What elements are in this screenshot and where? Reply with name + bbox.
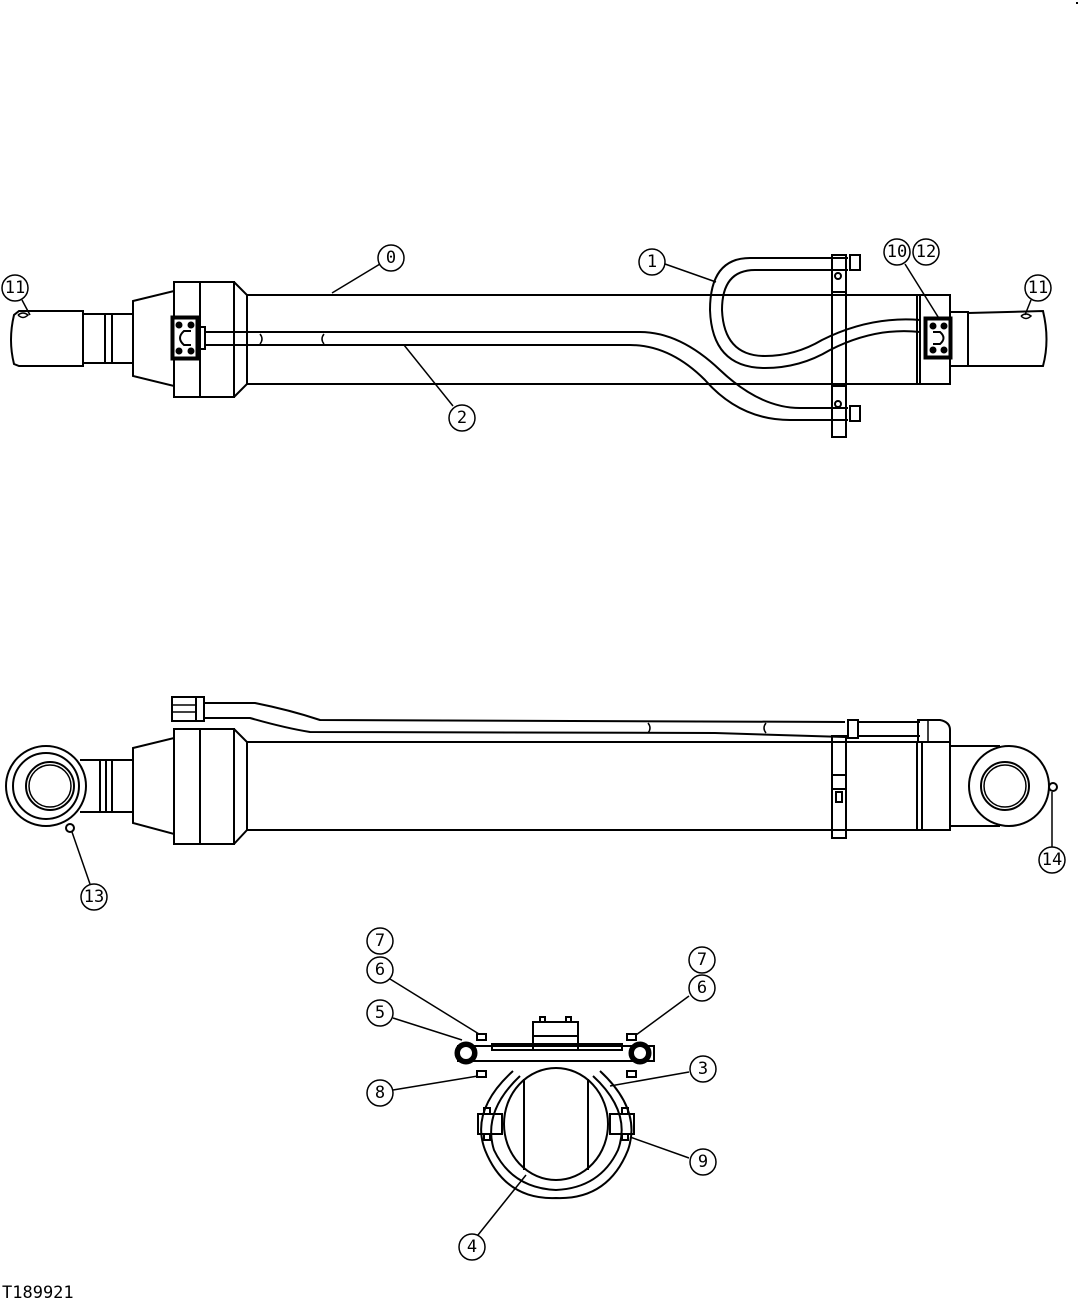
rod-left [82,313,134,364]
callout-7-right: 7 [688,946,716,974]
rod-end-left [10,310,84,367]
gland-cone-left [132,289,175,388]
callout-6-right: 6 [688,974,716,1002]
tube-clamp [831,254,847,438]
svg-text:6: 6 [697,978,707,998]
grease-fitting-left [17,312,30,319]
svg-text:0: 0 [386,248,396,268]
svg-text:4: 4 [467,1237,477,1257]
clamp-ring [480,1070,633,1200]
grease-fitting-13 [65,823,75,833]
svg-text:1: 1 [647,252,657,272]
callouts-side-view: 13 14 [80,846,1066,911]
corner-mark [1076,2,1078,4]
grease-fitting-14 [1048,782,1058,792]
cylinder-side-view [5,696,1058,845]
drawing-id-label: T189921 [2,1283,74,1303]
callout-14: 14 [1038,846,1066,874]
callout-9: 9 [689,1148,717,1176]
svg-text:12: 12 [916,242,936,262]
callout-12: 12 [912,238,940,266]
svg-text:2: 2 [457,408,467,428]
tube-1 [708,257,921,370]
callout-5: 5 [366,999,394,1027]
port-fitting-left [171,696,205,722]
svg-text:6: 6 [375,960,385,980]
tube-clamp-side [831,735,847,839]
callout-7-left: 7 [366,927,394,955]
svg-text:7: 7 [697,950,707,970]
callout-6-left: 6 [366,956,394,984]
port-fitting-right [917,719,951,743]
callout-8: 8 [366,1079,394,1107]
callout-1: 1 [638,248,666,276]
svg-text:11: 11 [1028,278,1048,298]
barrel-section [503,1067,609,1181]
svg-text:7: 7 [375,931,385,951]
svg-text:14: 14 [1042,850,1062,870]
callout-4: 4 [458,1233,486,1261]
callout-3: 3 [689,1055,717,1083]
callout-13: 13 [80,883,108,911]
rod-end-right [967,309,1048,367]
svg-text:10: 10 [887,242,907,262]
svg-text:3: 3 [698,1059,708,1079]
clamp-bar [457,1045,655,1062]
tube-side [204,702,846,723]
clamp-detail-view [454,1016,655,1200]
callout-0: 0 [377,244,405,272]
rod-eye-left [5,745,87,827]
callout-11-right: 11 [1024,274,1052,302]
tube-2 [205,331,848,409]
svg-text:9: 9 [698,1152,708,1172]
callout-11-left: 11 [1,274,29,302]
callouts-clamp-detail: 7 6 5 8 7 6 3 9 4 [366,927,717,1261]
svg-text:5: 5 [375,1003,385,1023]
cylinder-top-view [10,254,1048,438]
leader-lines [21,263,1053,1236]
grease-fitting-right [1020,313,1033,320]
svg-text:8: 8 [375,1083,385,1103]
callouts-top-view: 11 0 1 2 10 12 11 [1,238,1052,432]
callout-10: 10 [883,238,911,266]
callout-2: 2 [448,404,476,432]
head-block-side [173,728,235,845]
svg-text:13: 13 [84,887,104,907]
svg-text:11: 11 [5,278,25,298]
